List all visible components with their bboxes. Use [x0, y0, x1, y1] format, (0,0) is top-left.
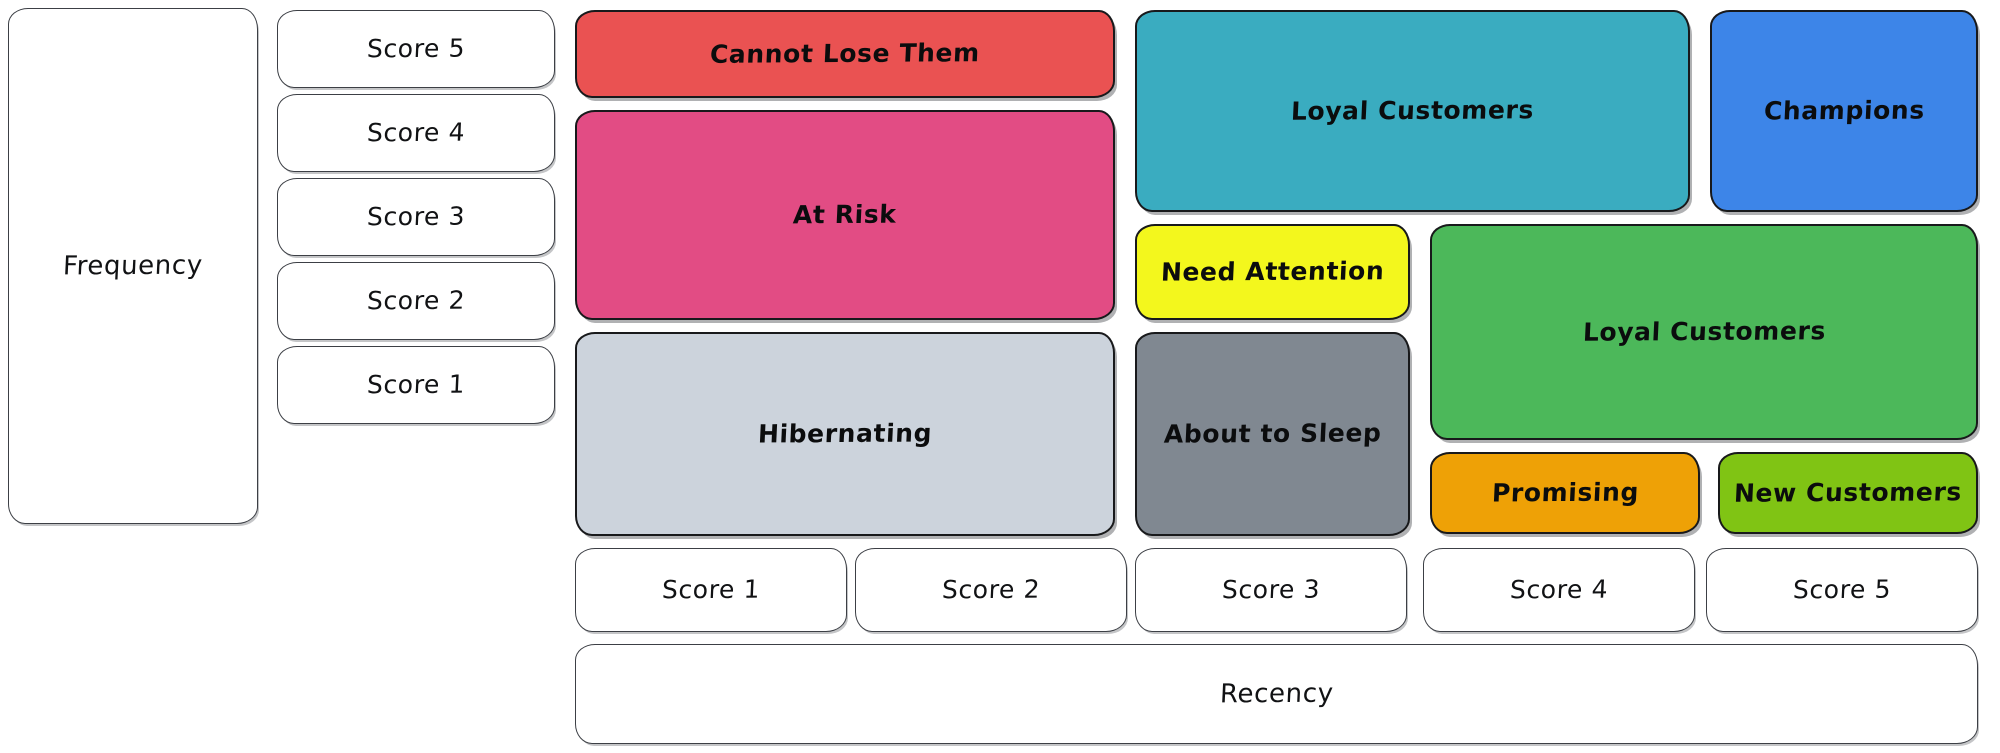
segment-about-to-sleep-label: About to Sleep — [1163, 418, 1382, 449]
recency-score-5-label: Score 5 — [1792, 574, 1892, 605]
recency-axis-text: Recency — [1219, 678, 1334, 710]
segment-at-risk[interactable]: At Risk — [575, 110, 1115, 320]
segment-need-attention[interactable]: Need Attention — [1135, 224, 1410, 320]
frequency-axis-text: Frequency — [62, 250, 204, 282]
frequency-score-1-label: Score 1 — [366, 369, 466, 400]
recency-score-1[interactable]: Score 1 — [575, 548, 847, 632]
segment-loyal-customers-green[interactable]: Loyal Customers — [1430, 224, 1978, 440]
recency-score-2[interactable]: Score 2 — [855, 548, 1127, 632]
recency-score-1-label: Score 1 — [661, 574, 761, 605]
segment-loyal-customers-green-label: Loyal Customers — [1581, 316, 1827, 347]
frequency-score-4[interactable]: Score 4 — [277, 94, 555, 172]
recency-score-4-label: Score 4 — [1509, 574, 1609, 605]
segment-loyal-customers-teal-label: Loyal Customers — [1290, 95, 1535, 126]
segment-hibernating[interactable]: Hibernating — [575, 332, 1115, 536]
segment-hibernating-label: Hibernating — [757, 418, 933, 449]
segment-champions-label: Champions — [1762, 95, 1926, 126]
segment-promising-label: Promising — [1490, 477, 1640, 508]
frequency-axis-label: Frequency — [8, 8, 258, 524]
recency-score-4[interactable]: Score 4 — [1423, 548, 1695, 632]
recency-score-3[interactable]: Score 3 — [1135, 548, 1407, 632]
frequency-score-5-label: Score 5 — [366, 33, 466, 64]
recency-axis-label: Recency — [575, 644, 1978, 744]
segment-about-to-sleep[interactable]: About to Sleep — [1135, 332, 1410, 536]
frequency-score-1[interactable]: Score 1 — [277, 346, 555, 424]
recency-score-5[interactable]: Score 5 — [1706, 548, 1978, 632]
recency-score-2-label: Score 2 — [941, 574, 1041, 605]
segment-cannot-lose-them-label: Cannot Lose Them — [709, 38, 981, 70]
segment-loyal-customers-teal[interactable]: Loyal Customers — [1135, 10, 1690, 212]
segment-champions[interactable]: Champions — [1710, 10, 1978, 212]
frequency-score-2[interactable]: Score 2 — [277, 262, 555, 340]
recency-score-3-label: Score 3 — [1221, 574, 1321, 605]
segment-new-customers[interactable]: New Customers — [1718, 452, 1978, 534]
frequency-score-5[interactable]: Score 5 — [277, 10, 555, 88]
frequency-score-3-label: Score 3 — [366, 201, 466, 232]
frequency-score-3[interactable]: Score 3 — [277, 178, 555, 256]
frequency-score-4-label: Score 4 — [366, 117, 466, 148]
segment-promising[interactable]: Promising — [1430, 452, 1700, 534]
segment-cannot-lose-them[interactable]: Cannot Lose Them — [575, 10, 1115, 98]
segment-new-customers-label: New Customers — [1733, 477, 1963, 508]
segment-at-risk-label: At Risk — [792, 199, 898, 230]
frequency-score-2-label: Score 2 — [366, 285, 466, 316]
segment-need-attention-label: Need Attention — [1160, 256, 1385, 287]
